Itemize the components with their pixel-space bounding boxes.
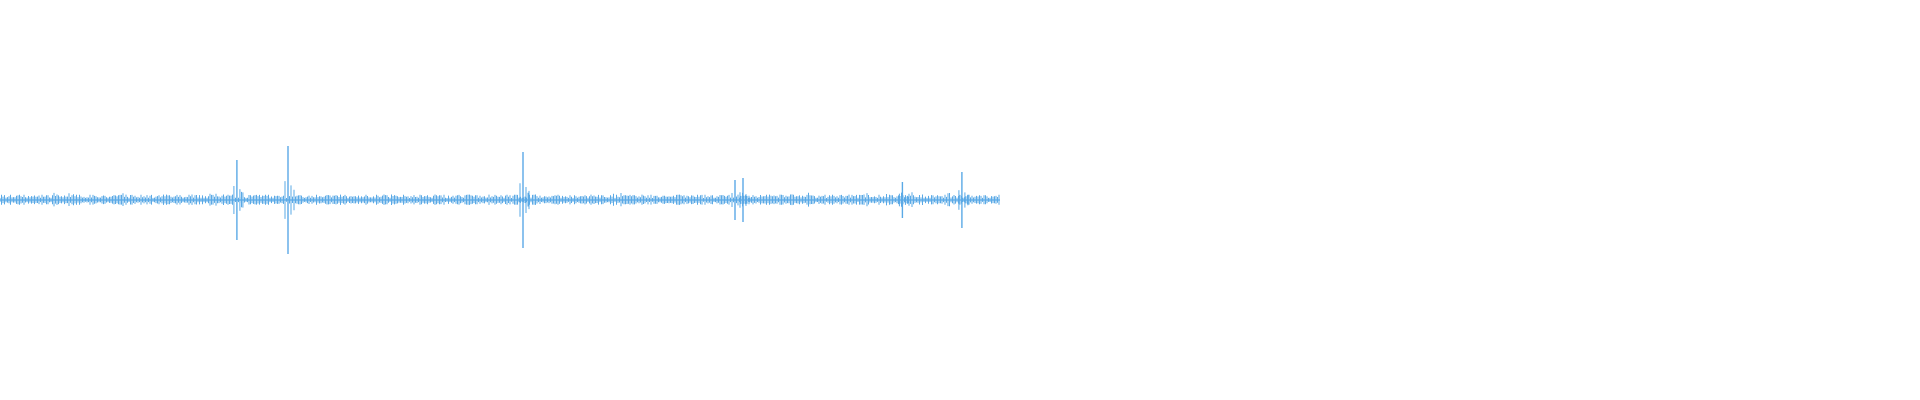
waveform-bars bbox=[0, 146, 1000, 254]
